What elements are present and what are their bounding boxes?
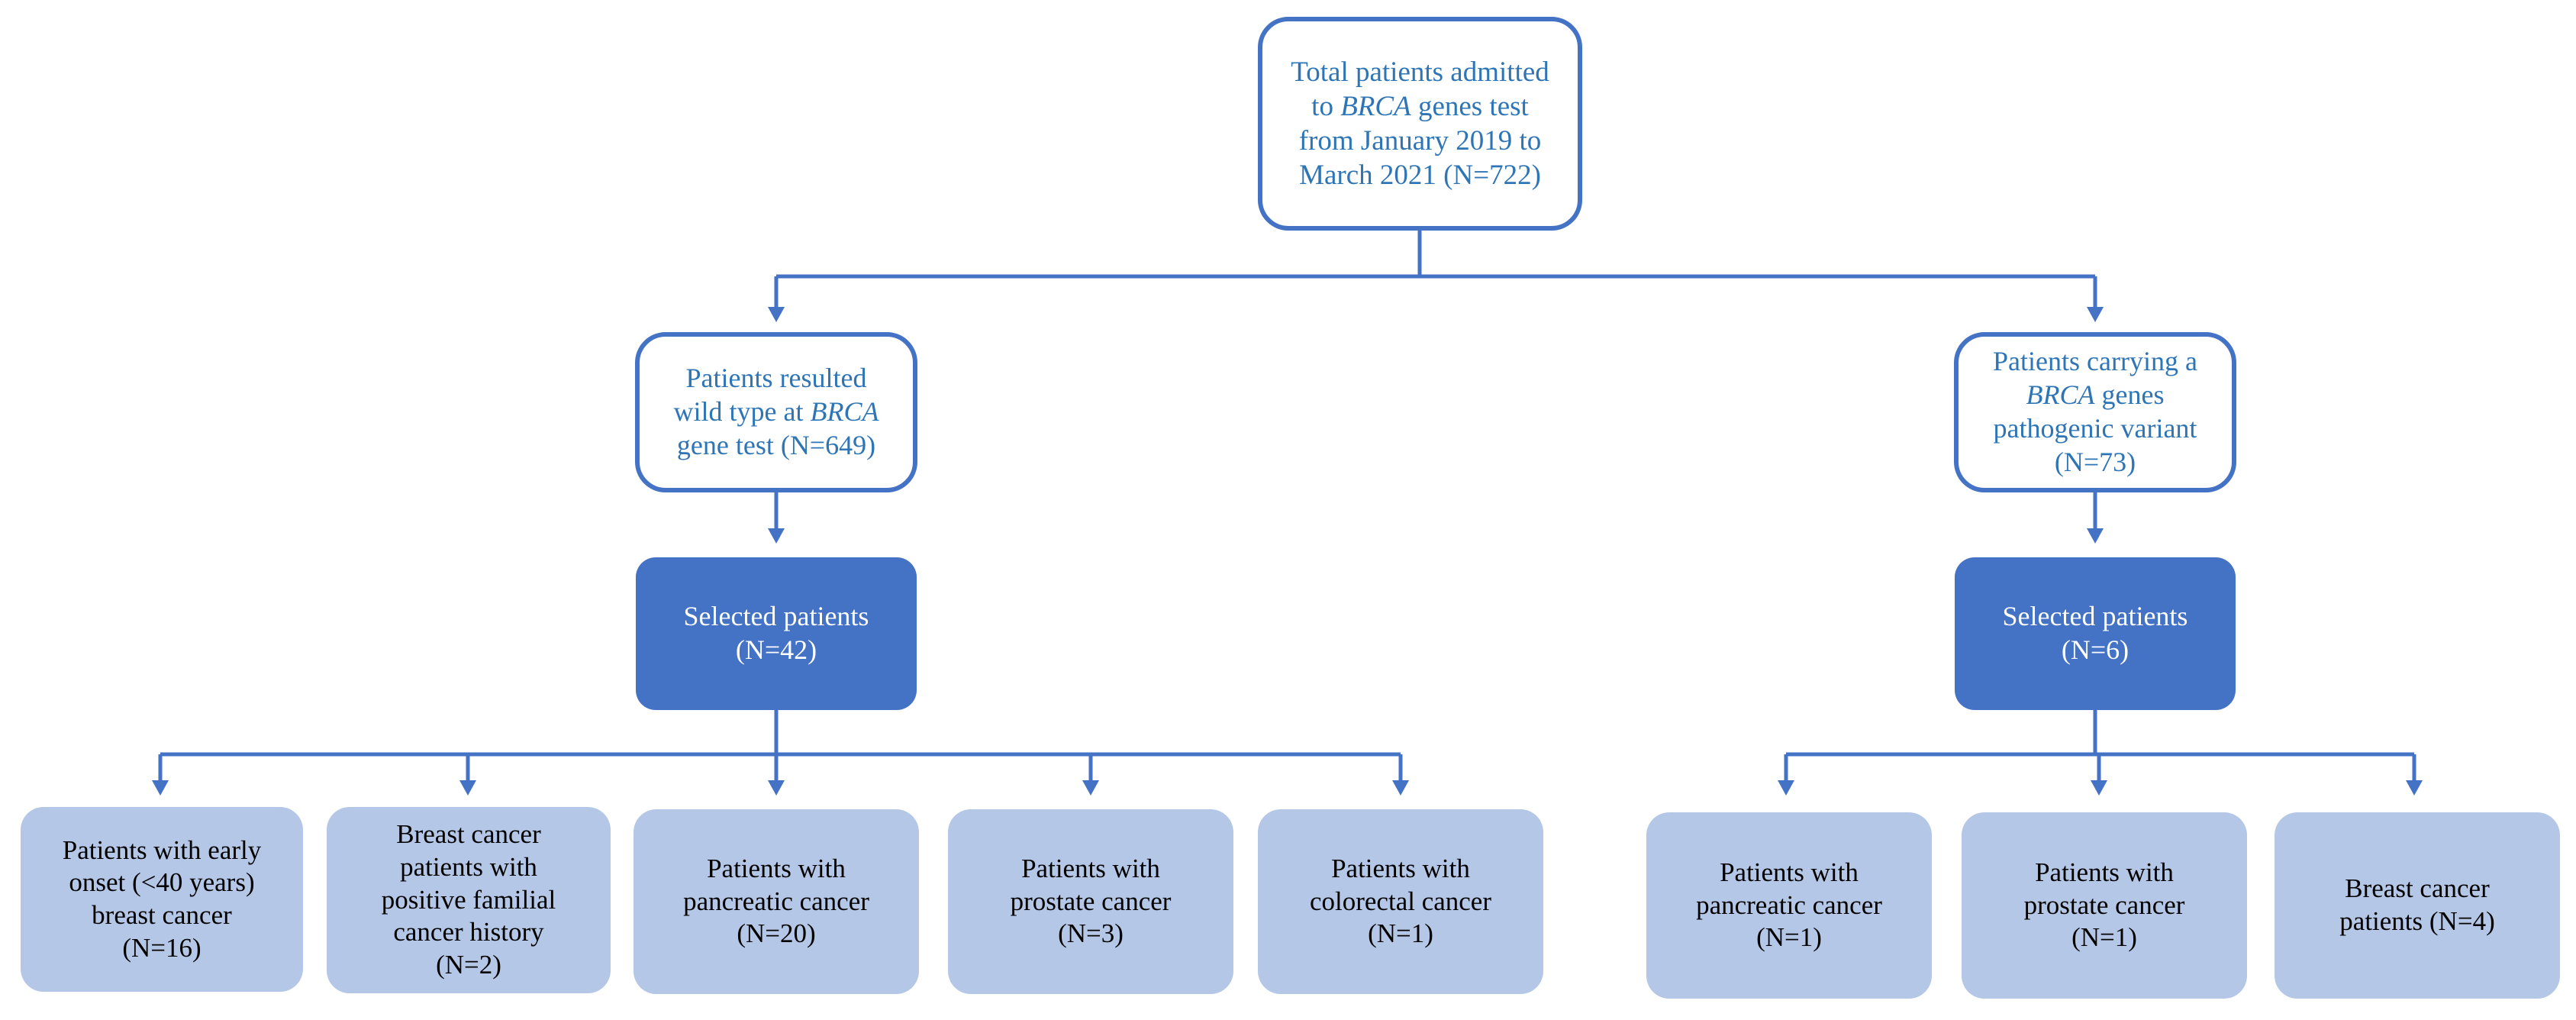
leaf-line: Patients with early — [62, 834, 262, 865]
leaf-line: Patients with — [1331, 853, 1470, 883]
leaf-line: (N=1) — [1756, 922, 1822, 953]
wild-type-node: Patients resulted wild type at BRCA gene… — [635, 332, 917, 492]
leaf-line: Breast cancer — [2345, 873, 2490, 904]
carry-line-2a: BRCA — [2026, 379, 2095, 411]
leaf-line: Patients with — [2035, 857, 2174, 887]
leaf-line: (N=1) — [2071, 922, 2137, 953]
wild-line-2b: BRCA — [810, 396, 879, 428]
carry-line-1: Patients carrying a — [1993, 346, 2197, 377]
leaf-line: pancreatic cancer — [1696, 889, 1882, 920]
leaf-line: onset (<40 years) — [69, 867, 255, 898]
sel-right-line-2: (N=6) — [2061, 634, 2129, 665]
root-node: Total patients admitted to BRCA genes te… — [1258, 17, 1582, 231]
wild-line-3: gene test (N=649) — [676, 429, 876, 460]
leaf-line: patients with — [400, 851, 537, 882]
leaf-line: breast cancer — [92, 900, 232, 930]
leaf-line: Patients with — [1021, 853, 1160, 883]
sel-left-line-1: Selected patients — [683, 601, 869, 632]
leaf-line: cancer history — [393, 917, 544, 947]
carry-line-2b: genes — [2094, 379, 2165, 411]
leaf-line: (N=3) — [1058, 918, 1124, 949]
root-line-2c: genes test — [1411, 90, 1529, 122]
leaf-line: (N=20) — [737, 918, 816, 949]
leaf-line: patients (N=4) — [2339, 906, 2495, 936]
leaf-line: Patients with — [707, 853, 846, 883]
leaf-line: prostate cancer — [2023, 889, 2185, 920]
leaf-line: colorectal cancer — [1309, 886, 1491, 916]
leaf-line: (N=16) — [122, 932, 202, 963]
leaf-line: prostate cancer — [1010, 886, 1172, 916]
carrier-node: Patients carrying a BRCA genes pathogeni… — [1954, 332, 2236, 492]
leaf-line: (N=1) — [1368, 918, 1433, 949]
sel-left-line-2: (N=42) — [735, 634, 817, 665]
root-line-2a: to — [1311, 90, 1341, 122]
wild-line-2a: wild type at — [673, 396, 811, 428]
leaf-line: pancreatic cancer — [683, 886, 869, 916]
root-line-1: Total patients admitted — [1291, 56, 1549, 88]
root-line-3: from January 2019 to — [1298, 125, 1542, 157]
carry-line-4: (N=73) — [2054, 446, 2136, 477]
leaf-line: (N=2) — [436, 950, 501, 980]
wild-line-1: Patients resulted — [685, 363, 867, 394]
selected-left-node: Selected patients (N=42) — [636, 557, 917, 710]
sel-right-line-1: Selected patients — [2002, 601, 2188, 632]
root-line-4: March 2021 (N=722) — [1299, 160, 1541, 192]
leaf-line: Breast cancer — [396, 819, 541, 850]
leaf-line: positive familial — [381, 884, 556, 915]
selected-right-node: Selected patients (N=6) — [1955, 557, 2236, 710]
root-line-2b: BRCA — [1340, 90, 1411, 122]
carry-line-3: pathogenic variant — [1993, 413, 2197, 444]
leaf-line: Patients with — [1720, 857, 1859, 887]
